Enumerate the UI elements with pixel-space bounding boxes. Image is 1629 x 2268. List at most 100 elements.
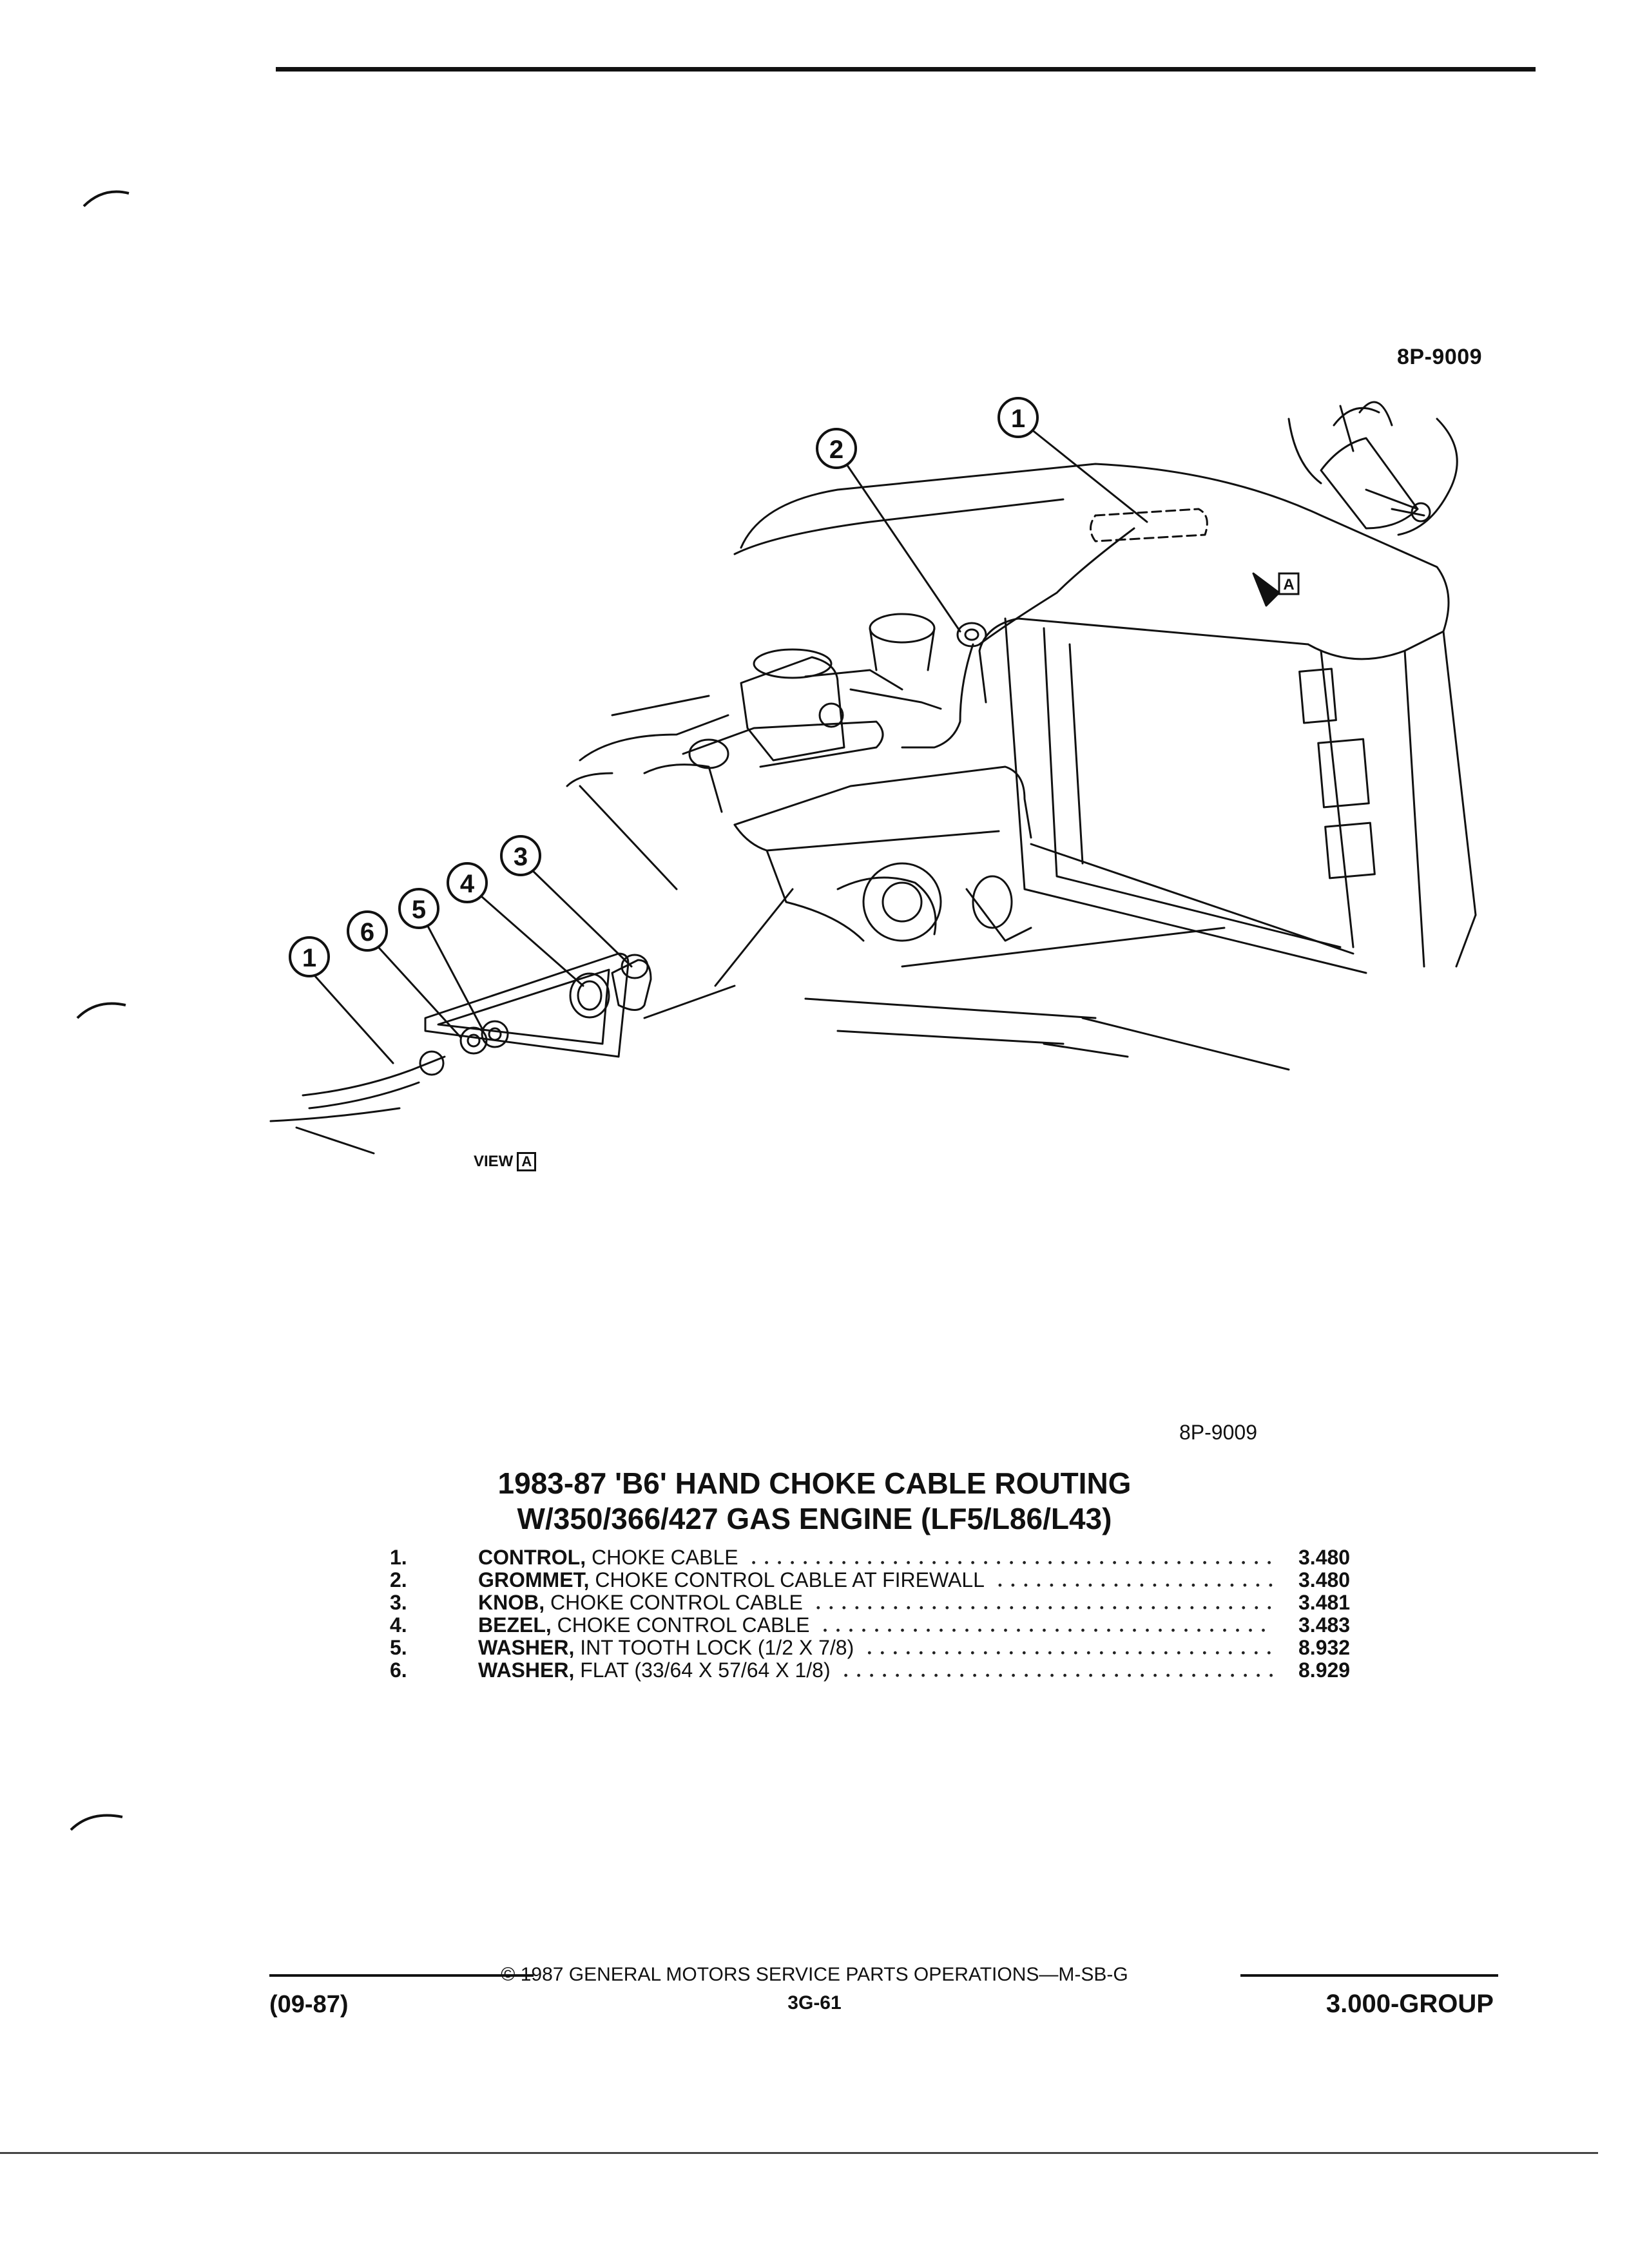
leader-dot — [1138, 1651, 1142, 1655]
leader-dot — [1171, 1628, 1175, 1632]
part-description: GROMMET, CHOKE CONTROL CABLE AT FIREWALL — [478, 1569, 985, 1591]
leader-dot — [855, 1561, 858, 1564]
leader-dot — [1242, 1606, 1246, 1610]
part-group-number: 3.481 — [1298, 1591, 1351, 1614]
part-desc: FLAT (33/64 X 57/64 X 1/8) — [574, 1658, 831, 1682]
leader-dot — [1190, 1561, 1193, 1564]
leader-dot — [1204, 1583, 1208, 1587]
footer-page-number: 3G-61 — [787, 1992, 842, 2013]
leader-dot — [1113, 1606, 1117, 1610]
part-group-number: 8.932 — [1298, 1636, 1351, 1659]
leader-dot — [1152, 1606, 1155, 1610]
leader-dot — [906, 1651, 910, 1655]
part-description: WASHER, FLAT (33/64 X 57/64 X 1/8) — [478, 1659, 831, 1682]
leader-dot — [1127, 1583, 1131, 1587]
part-group-number: 3.483 — [1298, 1613, 1351, 1637]
part-description: KNOB, CHOKE CONTROL CABLE — [478, 1591, 803, 1614]
leader-dot — [1255, 1606, 1258, 1610]
leader-dot — [1074, 1606, 1078, 1610]
part-number: 5. — [390, 1636, 407, 1659]
part-description: BEZEL, CHOKE CONTROL CABLE — [478, 1614, 809, 1637]
leader-dot — [921, 1673, 925, 1677]
leader-dot — [1012, 1673, 1015, 1677]
callout-3 — [500, 835, 541, 876]
leader-dot — [816, 1561, 820, 1564]
leader-dot — [932, 1651, 936, 1655]
leader-dot — [1249, 1628, 1252, 1632]
part-desc: CHOKE CONTROL CABLE — [551, 1613, 810, 1637]
leader-dot — [1243, 1583, 1247, 1587]
leader-dot — [1177, 1561, 1181, 1564]
leader-dot — [1229, 1561, 1232, 1564]
footer-group: 3.000-GROUP — [1325, 1990, 1494, 2018]
leader-dot — [804, 1561, 807, 1564]
page-title-line-2: W/350/366/427 GAS ENGINE (LF5/L86/L43) — [517, 1502, 1112, 1535]
leader-dot — [896, 1673, 899, 1677]
leader-dot — [1166, 1673, 1170, 1677]
leader-dot — [1139, 1606, 1142, 1610]
leader-dot — [984, 1561, 987, 1564]
leader-dot — [1022, 1651, 1026, 1655]
leader-dot — [842, 1561, 845, 1564]
leader-dot — [997, 1606, 1001, 1610]
leader-dot — [947, 1673, 950, 1677]
part-desc: INT TOOTH LOCK (1/2 X 7/8) — [574, 1636, 854, 1659]
leader-dot — [1023, 1561, 1026, 1564]
leader-dot — [894, 1606, 898, 1610]
part-group-number: 3.480 — [1298, 1546, 1351, 1569]
part-name: WASHER, — [478, 1658, 575, 1682]
leader-dot — [881, 1606, 885, 1610]
leader-dot — [894, 1561, 897, 1564]
footer-rule-left — [269, 1974, 534, 1977]
leader-dot — [842, 1606, 846, 1610]
leader-dot — [1050, 1673, 1054, 1677]
leader-dot — [1139, 1561, 1142, 1564]
leader-dot — [1126, 1606, 1130, 1610]
part-name: KNOB, — [478, 1591, 545, 1614]
leader-dot — [1010, 1561, 1013, 1564]
leader-dot — [920, 1606, 923, 1610]
leader-dot — [1102, 1673, 1105, 1677]
leader-dot — [1063, 1583, 1066, 1587]
leader-dot — [881, 1561, 884, 1564]
leader-dot — [1228, 1651, 1232, 1655]
leader-dot — [958, 1561, 961, 1564]
leader-dot — [1011, 1583, 1015, 1587]
leader-dot — [1177, 1651, 1181, 1655]
leader-dot — [1269, 1673, 1273, 1677]
leader-dot — [893, 1651, 897, 1655]
callout-2-label: 2 — [829, 436, 843, 464]
leader-dot — [1203, 1606, 1207, 1610]
leader-dot — [945, 1606, 949, 1610]
leader-dot — [1063, 1673, 1066, 1677]
callout-1-top — [998, 397, 1039, 438]
leader-dot — [907, 1561, 910, 1564]
leader-dot — [1164, 1561, 1168, 1564]
page-title-line-1: 1983-87 'B6' HAND CHOKE CABLE ROUTING — [497, 1466, 1132, 1500]
leader-dot — [1068, 1628, 1072, 1632]
leader-dot — [1262, 1628, 1265, 1632]
leader-dot — [984, 1606, 988, 1610]
leader-dot — [844, 1673, 847, 1677]
leader-dot — [1202, 1651, 1206, 1655]
leader-dot — [1244, 1673, 1247, 1677]
callout-6 — [347, 910, 388, 952]
leader-dot — [1107, 1628, 1110, 1632]
leader-dot — [960, 1673, 963, 1677]
leader-dot — [998, 1583, 1002, 1587]
figure-id-bottom: 8P-9009 — [1179, 1421, 1257, 1444]
leader-dot — [1126, 1561, 1129, 1564]
leader-dot — [778, 1561, 781, 1564]
leader-dot — [1004, 1628, 1007, 1632]
part-description: CONTROL, CHOKE CABLE — [478, 1546, 738, 1569]
arrow-view-tag-box — [1278, 572, 1300, 595]
leader-dot — [1267, 1651, 1271, 1655]
leader-dot — [909, 1673, 912, 1677]
leader-dot — [1216, 1606, 1220, 1610]
leader-dot — [1179, 1673, 1182, 1677]
view-tag-box: A — [517, 1152, 537, 1171]
part-desc: CHOKE CABLE — [586, 1546, 738, 1569]
leader-dot — [862, 1628, 865, 1632]
leader-dot — [1203, 1561, 1206, 1564]
leader-dot — [1037, 1583, 1041, 1587]
